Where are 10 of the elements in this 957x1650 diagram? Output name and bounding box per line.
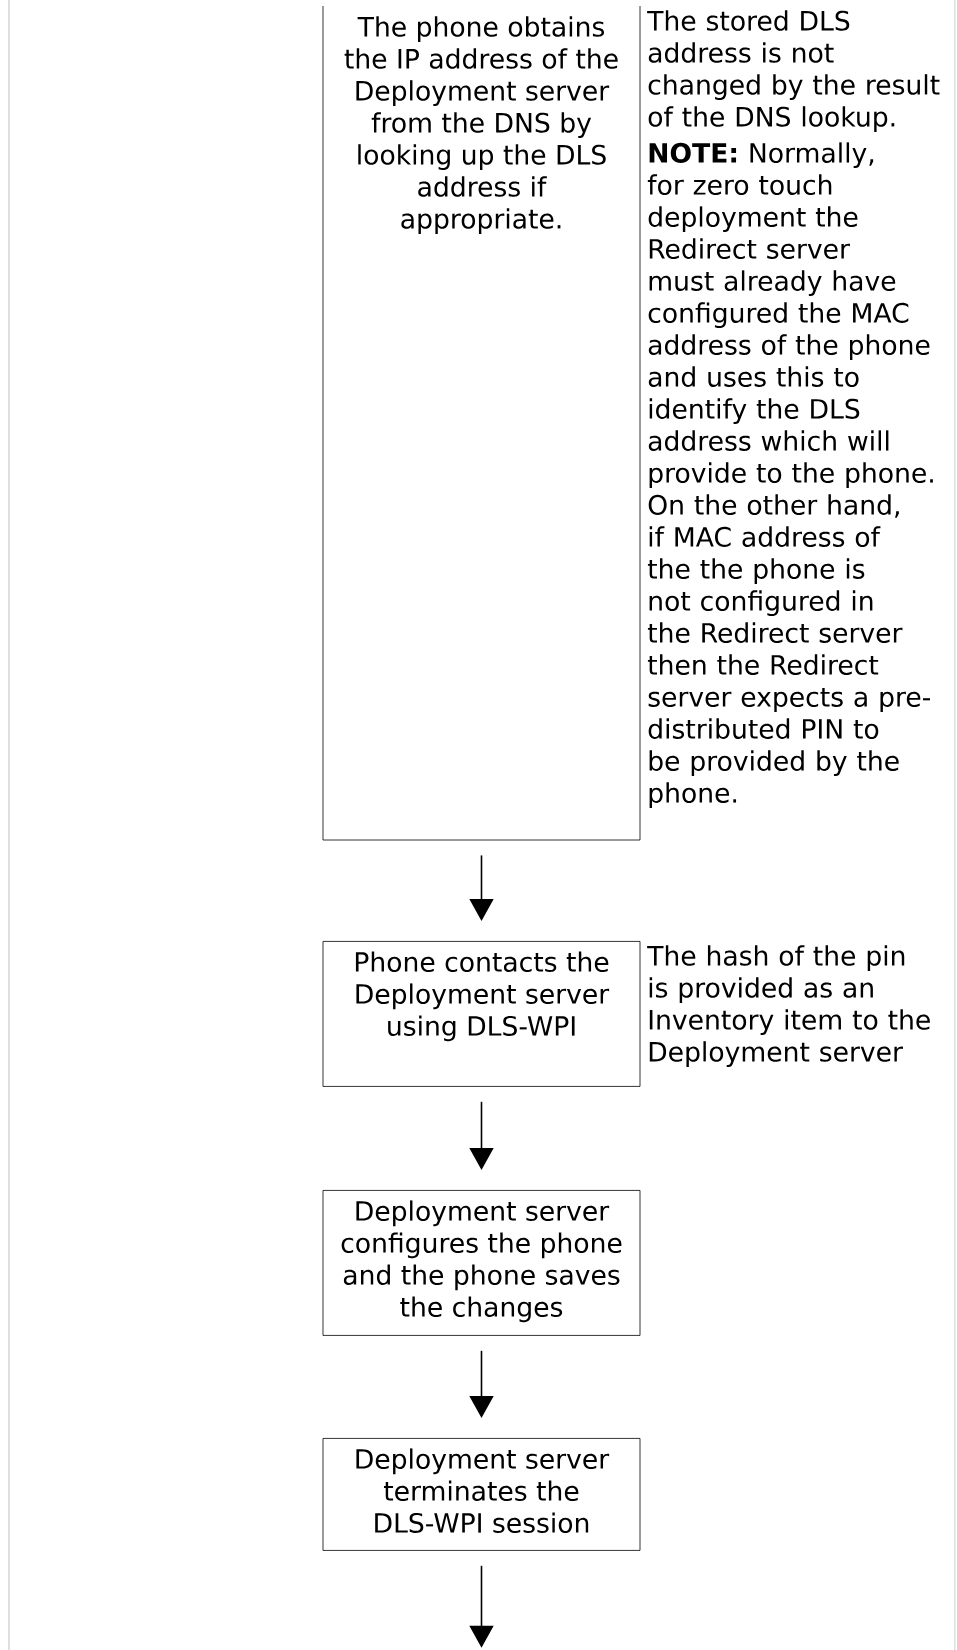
process-box: Phone contacts the Deployment server using DLS-WPI [322,941,641,1087]
process-box: Deployment server configures the phone and the phone saves the changes [322,1190,641,1336]
note-text: The stored DLS address is not changed by the result of the DNS lookup. [647,10,940,132]
note-text: NOTE: Normally, for zero touch deployment the Redirect server must already have configured the MAC address of the phone and uses this to identify the DLS address which will provide to the phone. On the other hand, if MAC address of the the phone is not configured in the Redirect server then the Redirect server expects a pre-distributed PIN to be provided by the phone. [647,142,933,809]
arrow [469,854,494,921]
process-box: The phone obtains the IP address of the Deployment server from the DNS by looking up the DLS address if appropriate. [322,5,641,841]
process-box: Deployment server terminates the DLS-WPI session [322,1438,641,1551]
note-text: The hash of the pin is provided as an Inventory item to the Deployment server [647,945,930,1067]
arrow [469,1350,494,1418]
arrow [469,1101,494,1170]
